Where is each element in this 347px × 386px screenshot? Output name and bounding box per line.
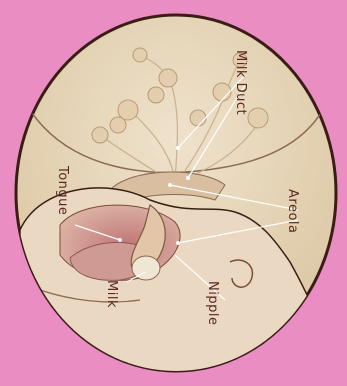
label-tongue: Tongue <box>55 166 70 215</box>
label-nipple: Nipple <box>205 281 220 325</box>
label-areola: Areola <box>285 189 300 233</box>
label-milk: Milk <box>104 280 119 308</box>
label-milk-duct: Milk Duct <box>233 50 248 115</box>
